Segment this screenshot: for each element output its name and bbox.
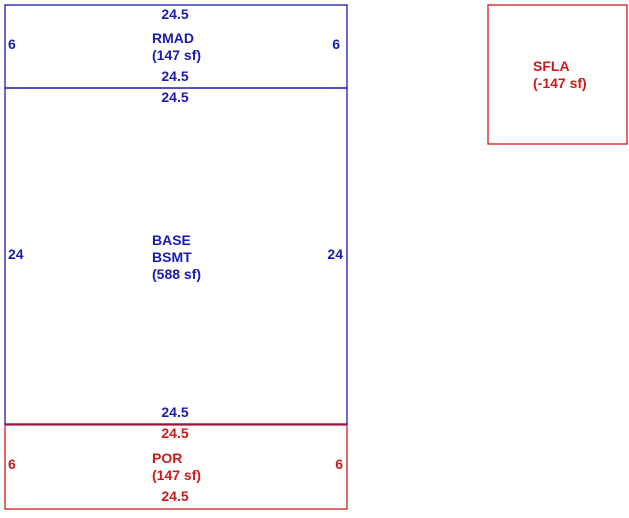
por-bottom-dimension: 24.5 [161,488,188,504]
por-area-code: POR [152,450,182,466]
rmad-area-code: RMAD [152,30,194,46]
base-area-subcode: BSMT [152,249,192,265]
rmad-top-dimension: 24.5 [161,6,188,22]
base-area-outline [4,87,348,425]
base-bottom-dimension: 24.5 [161,404,188,420]
sfla-area-size: (-147 sf) [533,75,587,91]
por-left-dimension: 6 [8,456,16,472]
base-top-dimension: 24.5 [161,89,188,105]
rmad-area-size: (147 sf) [152,47,201,63]
por-top-dimension: 24.5 [161,425,188,441]
por-area-outline [4,424,348,510]
rmad-right-dimension: 6 [332,36,340,52]
sfla-area-code: SFLA [533,58,570,74]
por-right-dimension: 6 [335,456,343,472]
rmad-bottom-dimension: 24.5 [161,68,188,84]
base-right-dimension: 24 [327,246,343,262]
base-area-code: BASE [152,232,191,248]
sfla-area-outline [487,4,628,145]
base-area-size: (588 sf) [152,266,201,282]
por-area-size: (147 sf) [152,467,201,483]
base-left-dimension: 24 [8,246,24,262]
rmad-left-dimension: 6 [8,36,16,52]
